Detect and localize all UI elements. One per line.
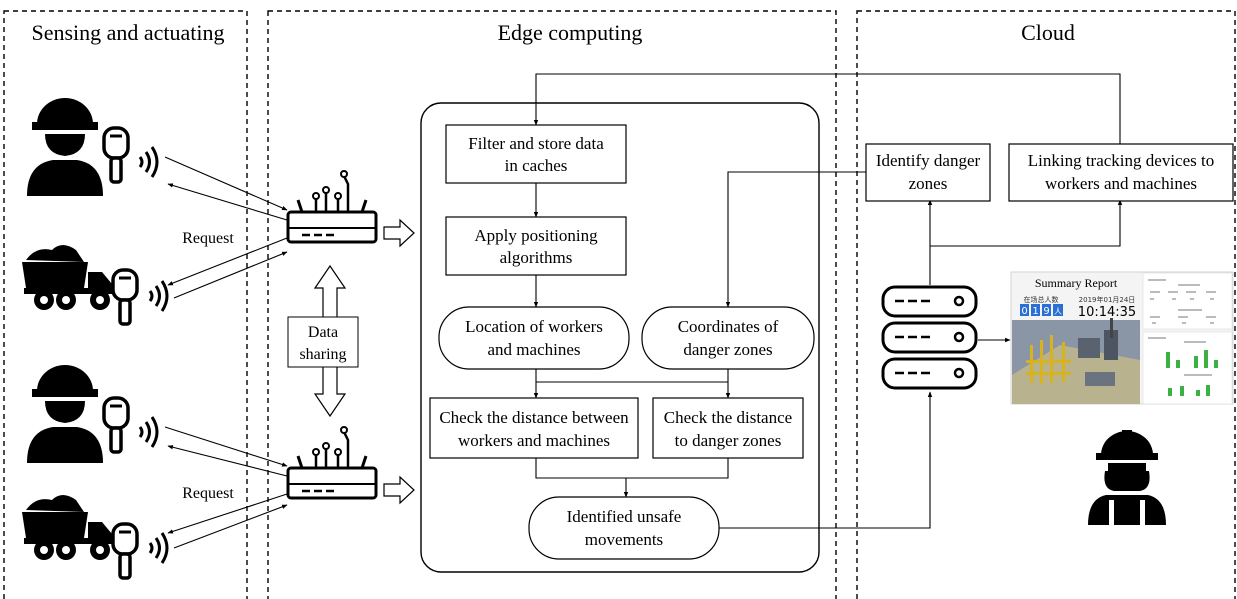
location-box-line2: and machines xyxy=(488,340,581,359)
monitoring-worker-icon xyxy=(1088,430,1166,525)
communication-arrows xyxy=(164,156,288,549)
edge-title: Edge computing xyxy=(498,20,643,45)
request-label-bottom: Request xyxy=(182,485,234,502)
check-workers-box-line1: Check the distance between xyxy=(439,408,629,427)
unsafe-box-line2: movements xyxy=(585,530,663,549)
positioning-box-line2: algorithms xyxy=(500,248,573,267)
router-icon xyxy=(286,169,378,244)
location-box-line1: Location of workers xyxy=(465,317,603,336)
sensing-devices xyxy=(22,98,169,580)
report-people-digits: 0 1 9 人 xyxy=(1020,304,1063,317)
svg-text:1: 1 xyxy=(1032,306,1038,317)
frame-sensing xyxy=(3,10,248,599)
sensing-title: Sensing and actuating xyxy=(31,20,224,45)
linking-box-line2: workers and machines xyxy=(1045,174,1197,193)
data-sharing-label-1: Data xyxy=(308,324,338,341)
data-sharing-label-2: sharing xyxy=(299,346,346,363)
request-label-top: Request xyxy=(182,230,234,247)
tag-icon xyxy=(111,522,139,580)
tag-icon xyxy=(102,126,130,184)
worker-icon xyxy=(27,98,103,196)
identify-box-line2: zones xyxy=(909,174,948,193)
coordinates-box-line2: danger zones xyxy=(683,340,772,359)
unsafe-box-line1: Identified unsafe xyxy=(567,507,682,526)
identify-box xyxy=(865,143,991,202)
check-workers-box-line2: workers and machines xyxy=(458,431,610,450)
edge-container xyxy=(420,102,820,573)
svg-text:0: 0 xyxy=(1021,306,1027,317)
frame-cloud xyxy=(856,10,1236,599)
router-to-edge-arrow-bottom xyxy=(383,475,415,505)
svg-text:人: 人 xyxy=(1054,307,1062,316)
report-people-label: 在场总人数 xyxy=(1024,295,1059,304)
frame-edge xyxy=(267,10,837,599)
coordinates-box-line1: Coordinates of xyxy=(678,317,779,336)
signal-icon xyxy=(148,531,169,565)
linking-box-line1: Linking tracking devices to xyxy=(1028,151,1214,170)
report-title: Summary Report xyxy=(1035,276,1118,290)
summary-report: Summary Report 在场总人数 0 1 9 人 2019年01月24日… xyxy=(1010,271,1234,405)
router-to-edge-arrow-top xyxy=(383,218,415,248)
filter-box-line1: Filter and store data xyxy=(468,134,604,153)
truck-icon xyxy=(22,495,122,560)
signal-icon xyxy=(138,415,159,449)
router-icon xyxy=(286,425,378,500)
cloud-title: Cloud xyxy=(1021,20,1075,45)
signal-icon xyxy=(148,279,169,313)
identify-box-line1: Identify danger xyxy=(876,151,981,170)
truck-icon xyxy=(22,245,122,310)
linking-box xyxy=(1008,143,1234,202)
filter-box-line2: in caches xyxy=(505,156,568,175)
report-time: 10:14:35 xyxy=(1078,305,1136,320)
server-icon xyxy=(881,285,978,390)
tag-icon xyxy=(111,268,139,326)
edge-flow-connectors xyxy=(533,73,1123,529)
report-date: 2019年01月24日 xyxy=(1079,295,1136,304)
edge-flow xyxy=(429,124,815,560)
positioning-box-line1: Apply positioning xyxy=(474,226,598,245)
section-frames xyxy=(3,10,1236,599)
signal-icon xyxy=(138,145,159,179)
svg-text:9: 9 xyxy=(1043,306,1049,317)
check-zones-box-line1: Check the distance xyxy=(664,408,792,427)
check-zones-box-line2: to danger zones xyxy=(675,431,782,450)
tag-icon xyxy=(102,396,130,454)
worker-icon xyxy=(27,365,103,463)
